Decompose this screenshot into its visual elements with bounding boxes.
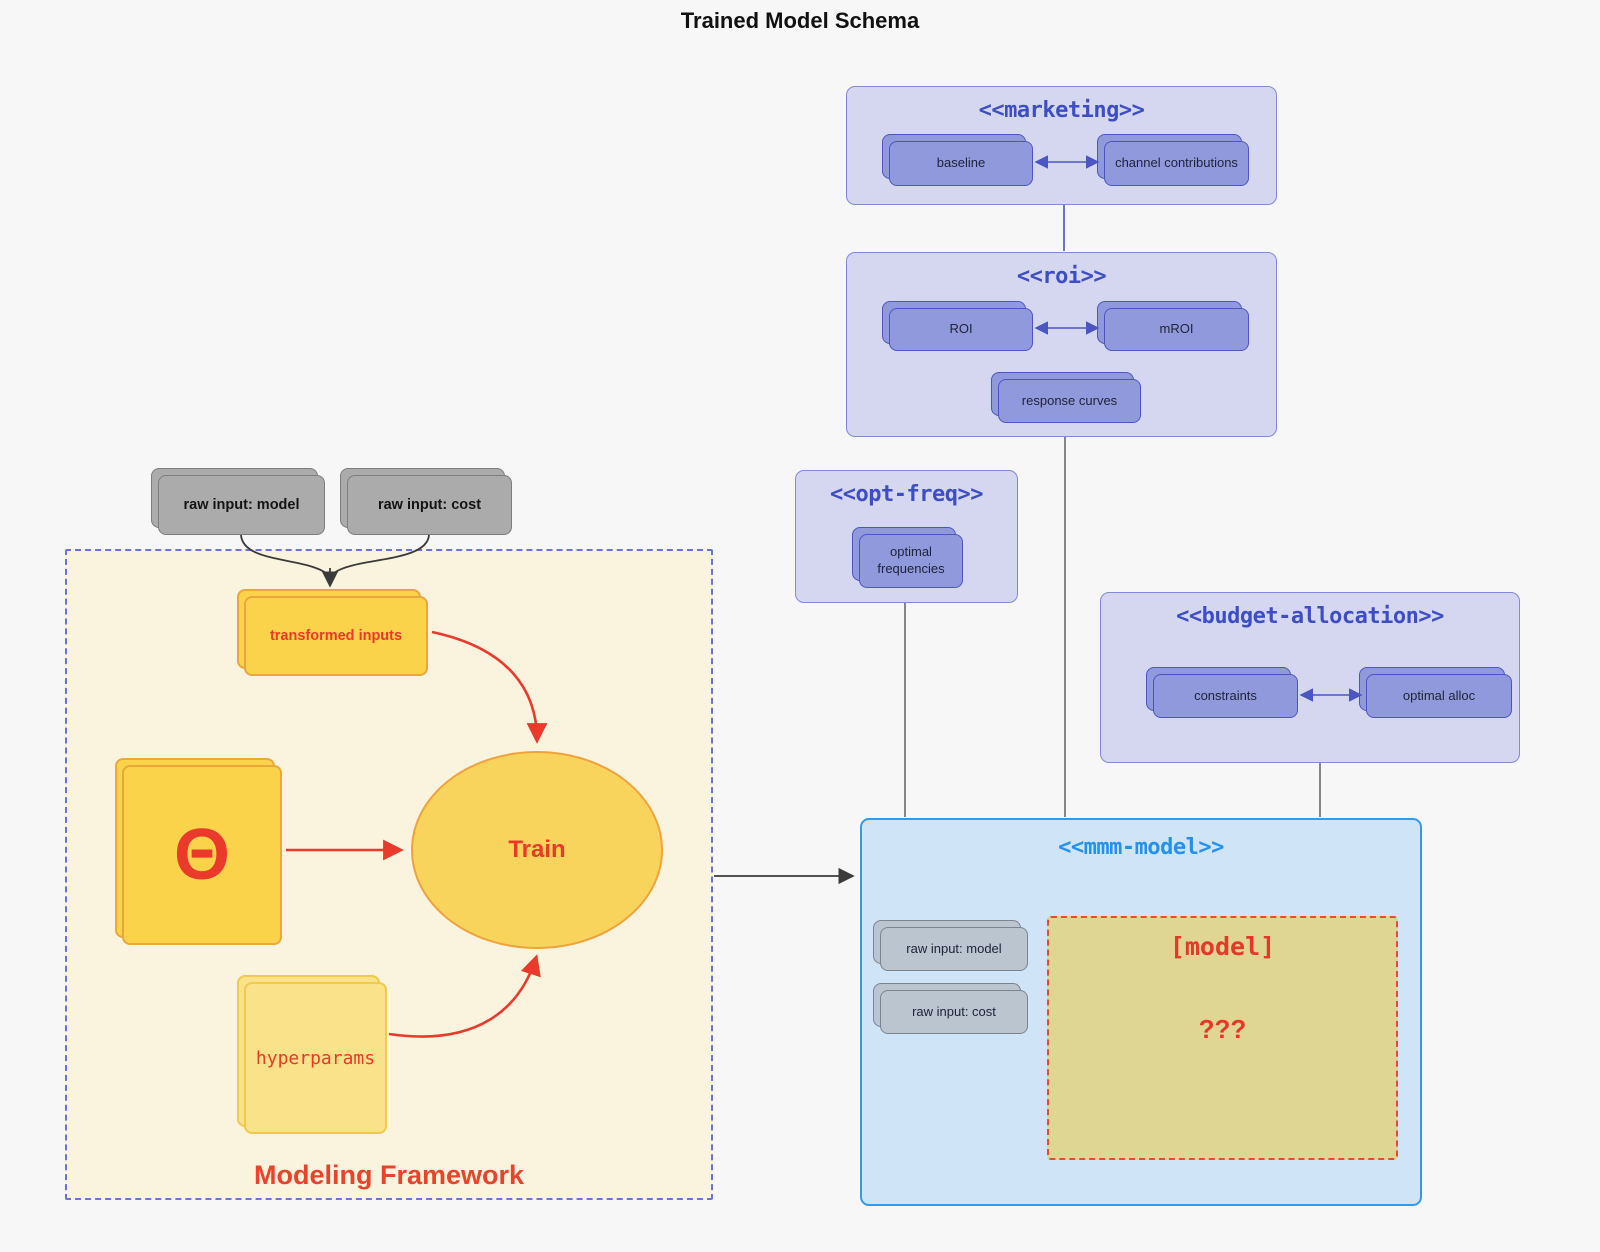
node-optimal-frequencies: optimal frequencies	[852, 527, 963, 588]
node-response-curves-label: response curves	[998, 379, 1141, 423]
roi-title: <<roi>>	[1016, 264, 1107, 289]
node-hyperparams: hyperparams	[237, 975, 387, 1134]
node-response-curves: response curves	[991, 372, 1141, 423]
node-theta-label: Θ	[122, 765, 282, 945]
node-raw-input-cost-label: raw input: cost	[347, 475, 512, 535]
node-mroi-label: mROI	[1104, 308, 1249, 351]
node-mmm-raw-input-cost: raw input: cost	[873, 983, 1028, 1034]
node-mmm-raw-input-model: raw input: model	[873, 920, 1028, 971]
node-transformed-inputs-label: transformed inputs	[244, 596, 428, 676]
node-roi: ROI	[882, 301, 1033, 351]
marketing-container: <<marketing>> baseline channel contribut…	[846, 86, 1277, 205]
node-optimal-frequencies-label: optimal frequencies	[859, 534, 963, 588]
node-theta: Θ	[115, 758, 282, 945]
node-mroi: mROI	[1097, 301, 1249, 351]
node-constraints-label: constraints	[1153, 674, 1298, 718]
node-optimal-alloc-label: optimal alloc	[1366, 674, 1512, 718]
node-baseline: baseline	[882, 134, 1033, 186]
node-transformed-inputs: transformed inputs	[237, 589, 428, 676]
mmm-model-title: <<mmm-model>>	[1058, 835, 1224, 860]
node-roi-label: ROI	[889, 308, 1033, 351]
budget-allocation-container: <<budget-allocation>> constraints optima…	[1100, 592, 1520, 763]
node-raw-input-model: raw input: model	[151, 468, 325, 535]
model-placeholder-box: [model] ???	[1047, 916, 1398, 1160]
node-baseline-label: baseline	[889, 141, 1033, 186]
node-constraints: constraints	[1146, 667, 1298, 718]
model-question-marks: ???	[1198, 1014, 1247, 1044]
node-channel-contributions-label: channel contributions	[1104, 141, 1249, 186]
marketing-title: <<marketing>>	[978, 98, 1145, 123]
node-raw-input-model-label: raw input: model	[158, 475, 325, 535]
budget-allocation-title: <<budget-allocation>>	[1176, 604, 1444, 629]
roi-container: <<roi>> ROI mROI response curves	[846, 252, 1277, 437]
node-train-label: Train	[508, 836, 566, 863]
page-title: Trained Model Schema	[680, 8, 920, 33]
modeling-framework-label: Modeling Framework	[253, 1160, 525, 1190]
model-label: [model]	[1169, 932, 1276, 961]
node-mmm-raw-input-model-label: raw input: model	[880, 927, 1028, 971]
node-optimal-alloc: optimal alloc	[1359, 667, 1512, 718]
opt-freq-container: <<opt-freq>> optimal frequencies	[795, 470, 1018, 603]
node-raw-input-cost: raw input: cost	[340, 468, 512, 535]
node-hyperparams-label: hyperparams	[244, 982, 387, 1134]
node-train: Train	[411, 751, 663, 949]
node-mmm-raw-input-cost-label: raw input: cost	[880, 990, 1028, 1034]
node-channel-contributions: channel contributions	[1097, 134, 1249, 186]
opt-freq-title: <<opt-freq>>	[830, 482, 983, 507]
